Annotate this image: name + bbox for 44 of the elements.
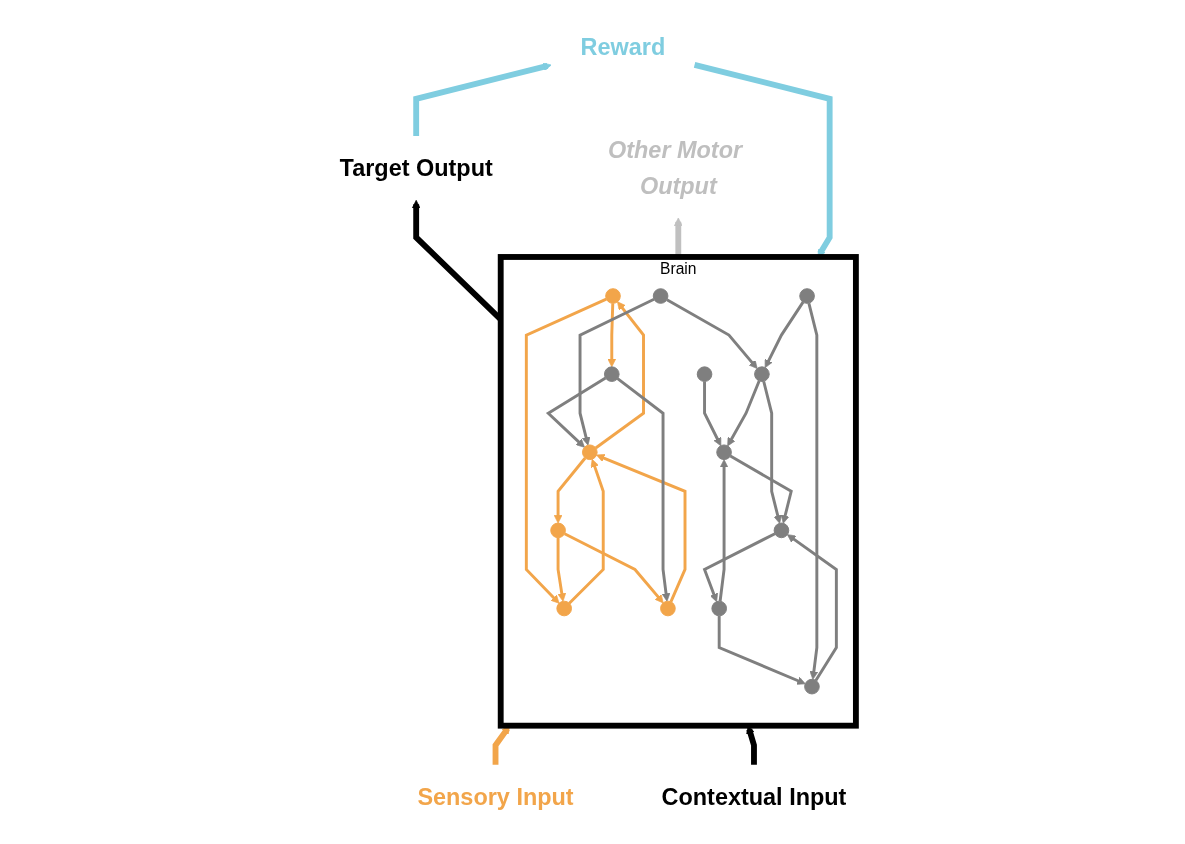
node-circle (581, 444, 598, 461)
node-circle (696, 366, 712, 382)
arrow (578, 297, 655, 446)
arrow (563, 532, 664, 604)
arrow (595, 454, 686, 603)
node-circle (549, 522, 566, 539)
arrow (545, 376, 606, 448)
arrow (673, 217, 683, 257)
arrow (412, 62, 552, 136)
arrow (702, 532, 776, 603)
arrow (718, 459, 728, 602)
arrow (717, 615, 806, 685)
node-circle (710, 600, 727, 617)
node-circle (659, 600, 676, 617)
arrow (524, 297, 607, 604)
node-circle (715, 444, 732, 461)
arrow (764, 301, 804, 368)
arrow (702, 381, 721, 447)
arrow (726, 380, 760, 447)
node-circle (604, 288, 621, 304)
node-text: Sensory Input (416, 783, 574, 810)
arrow (665, 298, 758, 369)
node-circle (798, 288, 815, 304)
arrow (556, 537, 566, 602)
cluster: Brain (497, 254, 859, 729)
arrow (567, 458, 605, 605)
arrow (616, 377, 670, 602)
node-circle (773, 522, 789, 539)
arrow (594, 301, 645, 450)
node-text: Contextual Input (661, 783, 846, 810)
node-text: Reward (580, 33, 665, 60)
arrow (786, 534, 838, 682)
arrow (761, 380, 782, 524)
node-circle (652, 288, 668, 304)
arrow (607, 303, 616, 368)
node-circle (603, 366, 620, 382)
arrow (553, 457, 586, 524)
arrow (806, 302, 818, 680)
node-circle (555, 600, 572, 617)
node-circle (803, 678, 820, 695)
node-text: Other Motor Output (607, 136, 742, 199)
arrow (729, 454, 793, 524)
node-circle (753, 366, 770, 382)
node-text: Target Output (339, 154, 493, 181)
